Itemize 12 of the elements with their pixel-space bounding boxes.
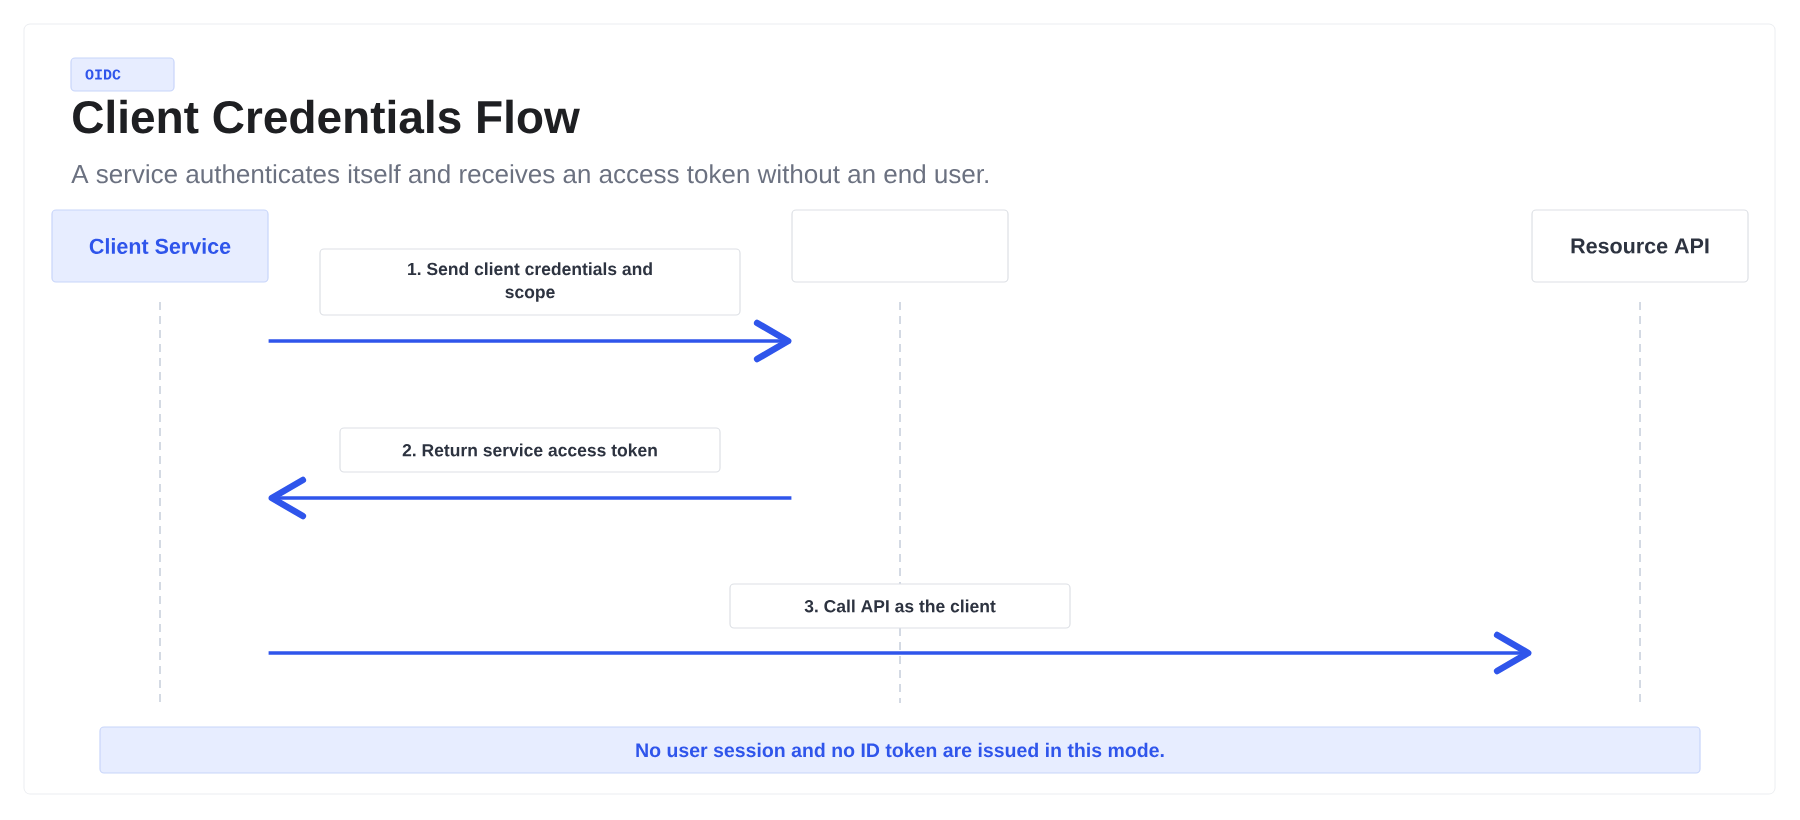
arrow [268,631,1532,675]
tag-badge: OIDC [70,57,175,92]
edge-label: 2. Return service access token [339,427,721,473]
edge-label: 3. Call API as the client [729,583,1071,629]
arrow [268,319,792,363]
edge-label: 1. Send client credentials and scope [319,248,741,316]
participant-box: Client Service [51,209,269,283]
title: Client Credentials Flow [73,99,580,134]
participant-box: Resource API [1531,209,1749,283]
arrow [268,476,792,520]
note-band: No user session and no ID token are issued in this mode. [99,726,1701,774]
subtitle: A service authenticates itself and receives an access token without an end user. [71,164,988,184]
